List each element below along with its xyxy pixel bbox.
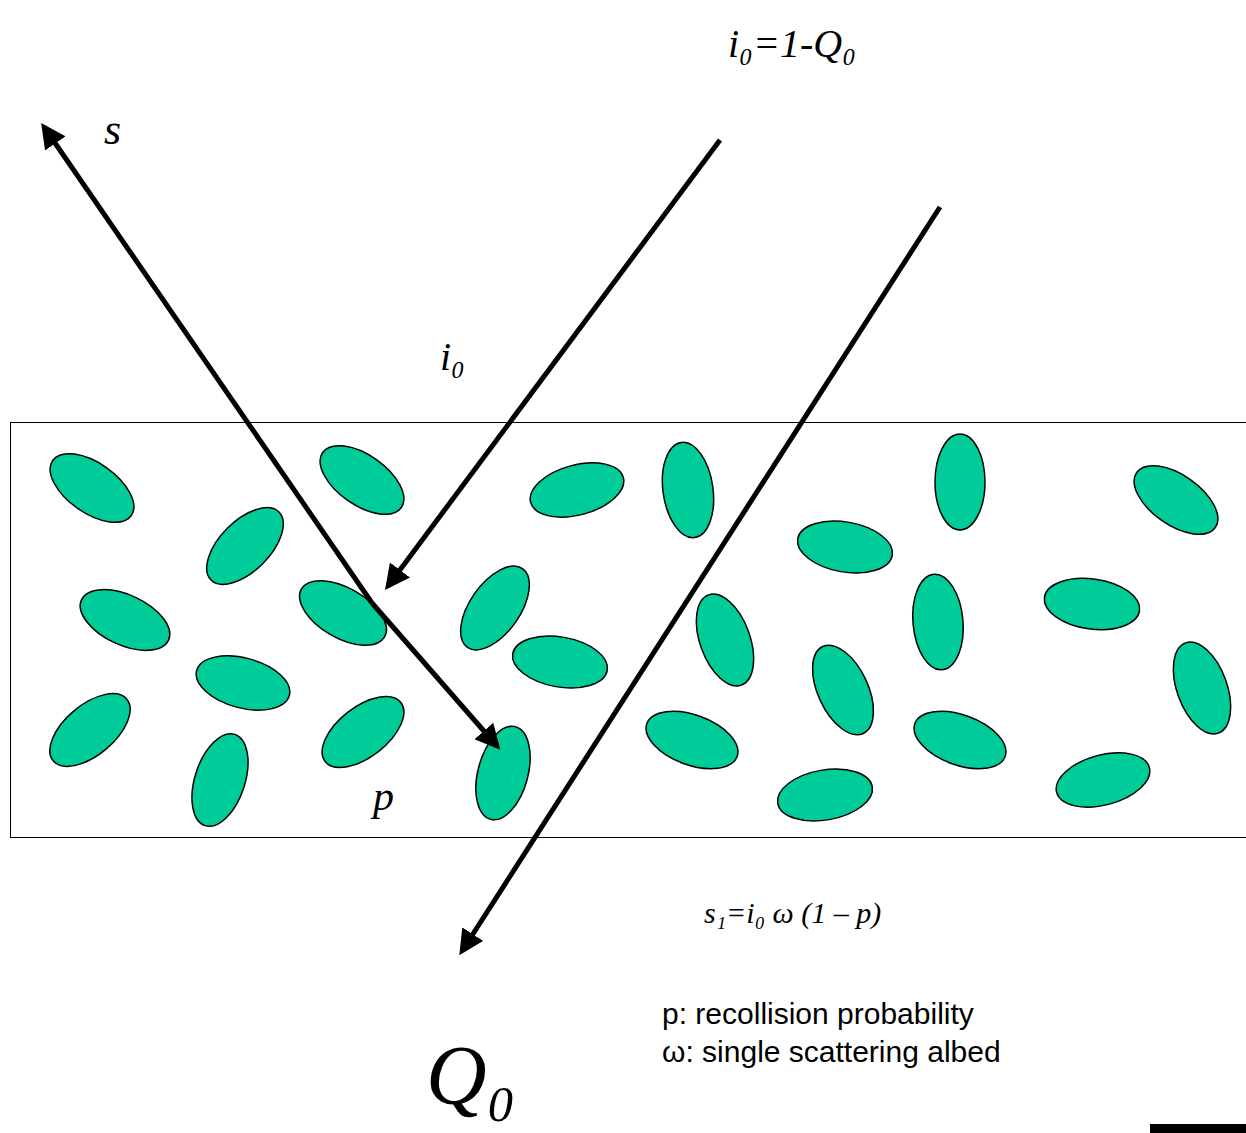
leaf-ellipse <box>1050 743 1156 816</box>
leaf-ellipse <box>310 683 416 782</box>
formula-label: s₁=i₀ ω (1 – p) <box>704 896 881 929</box>
leaf-ellipse <box>1162 634 1242 741</box>
leaf-ellipse <box>800 636 886 744</box>
leaf-ellipse <box>1122 452 1229 548</box>
leaf-ellipse <box>38 440 145 536</box>
leaf-ellipse <box>935 434 985 530</box>
leaf-ellipse <box>906 700 1013 780</box>
incident-ray <box>388 140 720 586</box>
leaf-group <box>37 432 1242 833</box>
leaf-ellipse <box>308 432 415 528</box>
canopy-layer: p <box>10 422 1246 838</box>
formula-label: i₀=1-Q₀ <box>728 22 856 66</box>
leaf-ellipse <box>190 646 296 719</box>
legend-note: p: recollision probability <box>662 997 974 1030</box>
ray-label: s <box>104 106 121 154</box>
leaf-ellipse <box>193 494 296 597</box>
transmitted-ray <box>462 207 940 951</box>
recollision-ray <box>372 603 497 746</box>
ray-label: i₀ <box>440 335 465 379</box>
leaf-ellipse <box>638 700 745 780</box>
corner-bar <box>1150 1124 1246 1133</box>
leaf-ellipse <box>657 439 720 541</box>
leaf-ellipse <box>773 762 876 828</box>
leaf-ellipse <box>508 629 611 695</box>
legend-note: ω: single scattering albed <box>662 1035 1001 1068</box>
transmittance-label: Q₀ <box>426 1030 516 1122</box>
escaping-ray <box>44 127 372 603</box>
leaf-ellipse <box>71 577 179 663</box>
probability-label: p <box>373 773 394 819</box>
leaf-ellipse <box>793 514 896 580</box>
leaf-ellipse <box>466 720 539 826</box>
leaf-ellipse <box>37 680 143 780</box>
ray-group <box>44 127 940 951</box>
leaf-ellipse <box>909 572 967 672</box>
leaf-ellipse <box>685 586 765 693</box>
leaf-ellipse <box>1041 573 1143 636</box>
leaf-ellipse <box>524 453 630 526</box>
leaf-ellipse <box>181 727 258 834</box>
